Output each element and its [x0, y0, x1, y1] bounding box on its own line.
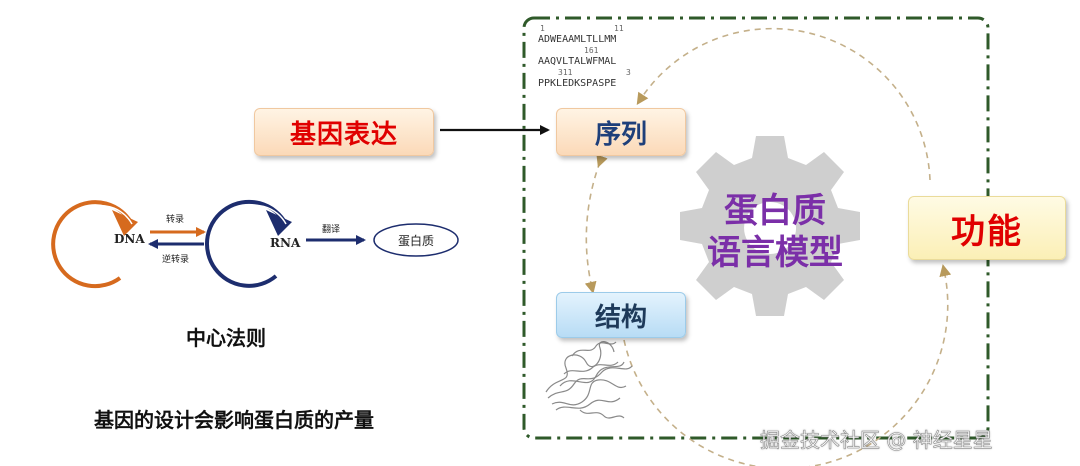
watermark: 掘金技术社区 @ 神经星星 — [760, 428, 993, 453]
translation-label: 翻译 — [322, 225, 341, 235]
arrow-seq-struct — [584, 154, 608, 294]
seq-row1-num-right: 11 — [614, 24, 624, 33]
gene-expression-box: 基因表达 — [254, 108, 434, 156]
rna-cycle-icon — [204, 199, 288, 288]
rna-label: RNA — [270, 236, 301, 250]
protein-structure-image — [545, 341, 633, 419]
center-label-line1: 蛋白质 — [724, 191, 826, 231]
seq-row1-text: ADWEAAMLTLLMM — [538, 34, 617, 45]
gene-expression-label: 基因表达 — [289, 119, 398, 150]
sequence-label: 序列 — [594, 119, 647, 150]
function-label: 功能 — [951, 211, 1023, 252]
sequence-snippet: 1 11 ADWEAAMLTLLMM 161 AAQVLTALWFMAL 311… — [538, 24, 634, 94]
reverse-transcription-label: 逆转录 — [162, 255, 190, 265]
dna-cycle-icon — [51, 200, 134, 289]
protein-language-model-label: 蛋白质 语言模型 — [690, 190, 860, 274]
seq-row3-text: PPKLEDKSPASPE — [538, 78, 617, 89]
center-label-line2: 语言模型 — [707, 233, 843, 273]
arrow-function-bottom — [623, 264, 952, 466]
seq-row3-num-right: 3 — [626, 68, 631, 77]
protein-ellipse — [373, 223, 459, 257]
structure-box: 结构 — [556, 292, 686, 338]
dna-label: DNA — [114, 232, 145, 246]
seq-row1-num-left: 1 — [540, 24, 545, 33]
gear-icon — [680, 136, 860, 316]
function-box: 功能 — [908, 196, 1066, 260]
seq-row3-num-left: 311 — [558, 68, 573, 77]
sequence-box: 序列 — [556, 108, 686, 156]
seq-row2-num-right: 161 — [584, 46, 599, 55]
protein-label: 蛋白质 — [397, 234, 434, 248]
structure-label: 结构 — [594, 302, 647, 333]
transcription-label: 转录 — [166, 215, 185, 225]
caption: 基因的设计会影响蛋白质的产量 — [94, 408, 374, 432]
arrow-sequence-top — [636, 27, 931, 181]
central-dogma-title: 中心法则 — [186, 326, 266, 350]
seq-row2-text: AAQVLTALWFMAL — [538, 56, 617, 67]
